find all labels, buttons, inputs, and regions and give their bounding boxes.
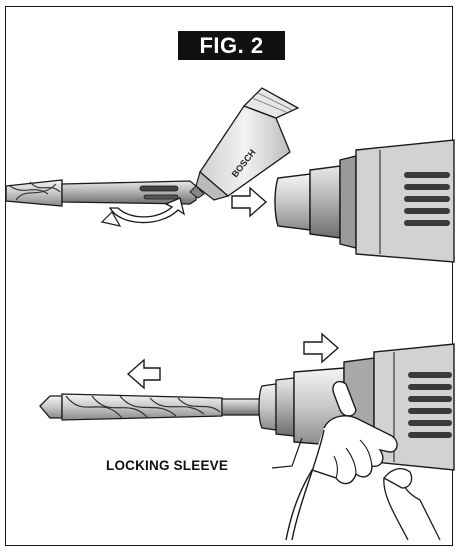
drill-bit-top	[5, 179, 197, 207]
hammer-drill-top	[274, 139, 455, 263]
rotation-arrow-icon	[100, 197, 186, 227]
hand-icon	[285, 380, 441, 541]
figure-frame	[5, 6, 453, 546]
arrow-right-top-icon	[231, 186, 268, 218]
locking-sleeve-label: LOCKING SLEEVE	[106, 458, 229, 473]
leader-line	[271, 437, 303, 469]
figure-title: FIG. 2	[178, 31, 285, 60]
arrow-left-icon	[126, 358, 161, 390]
grease-tube: BOSCH	[189, 87, 300, 201]
drill-bit-bottom	[39, 393, 263, 421]
arrow-right-bottom-icon	[303, 332, 340, 364]
